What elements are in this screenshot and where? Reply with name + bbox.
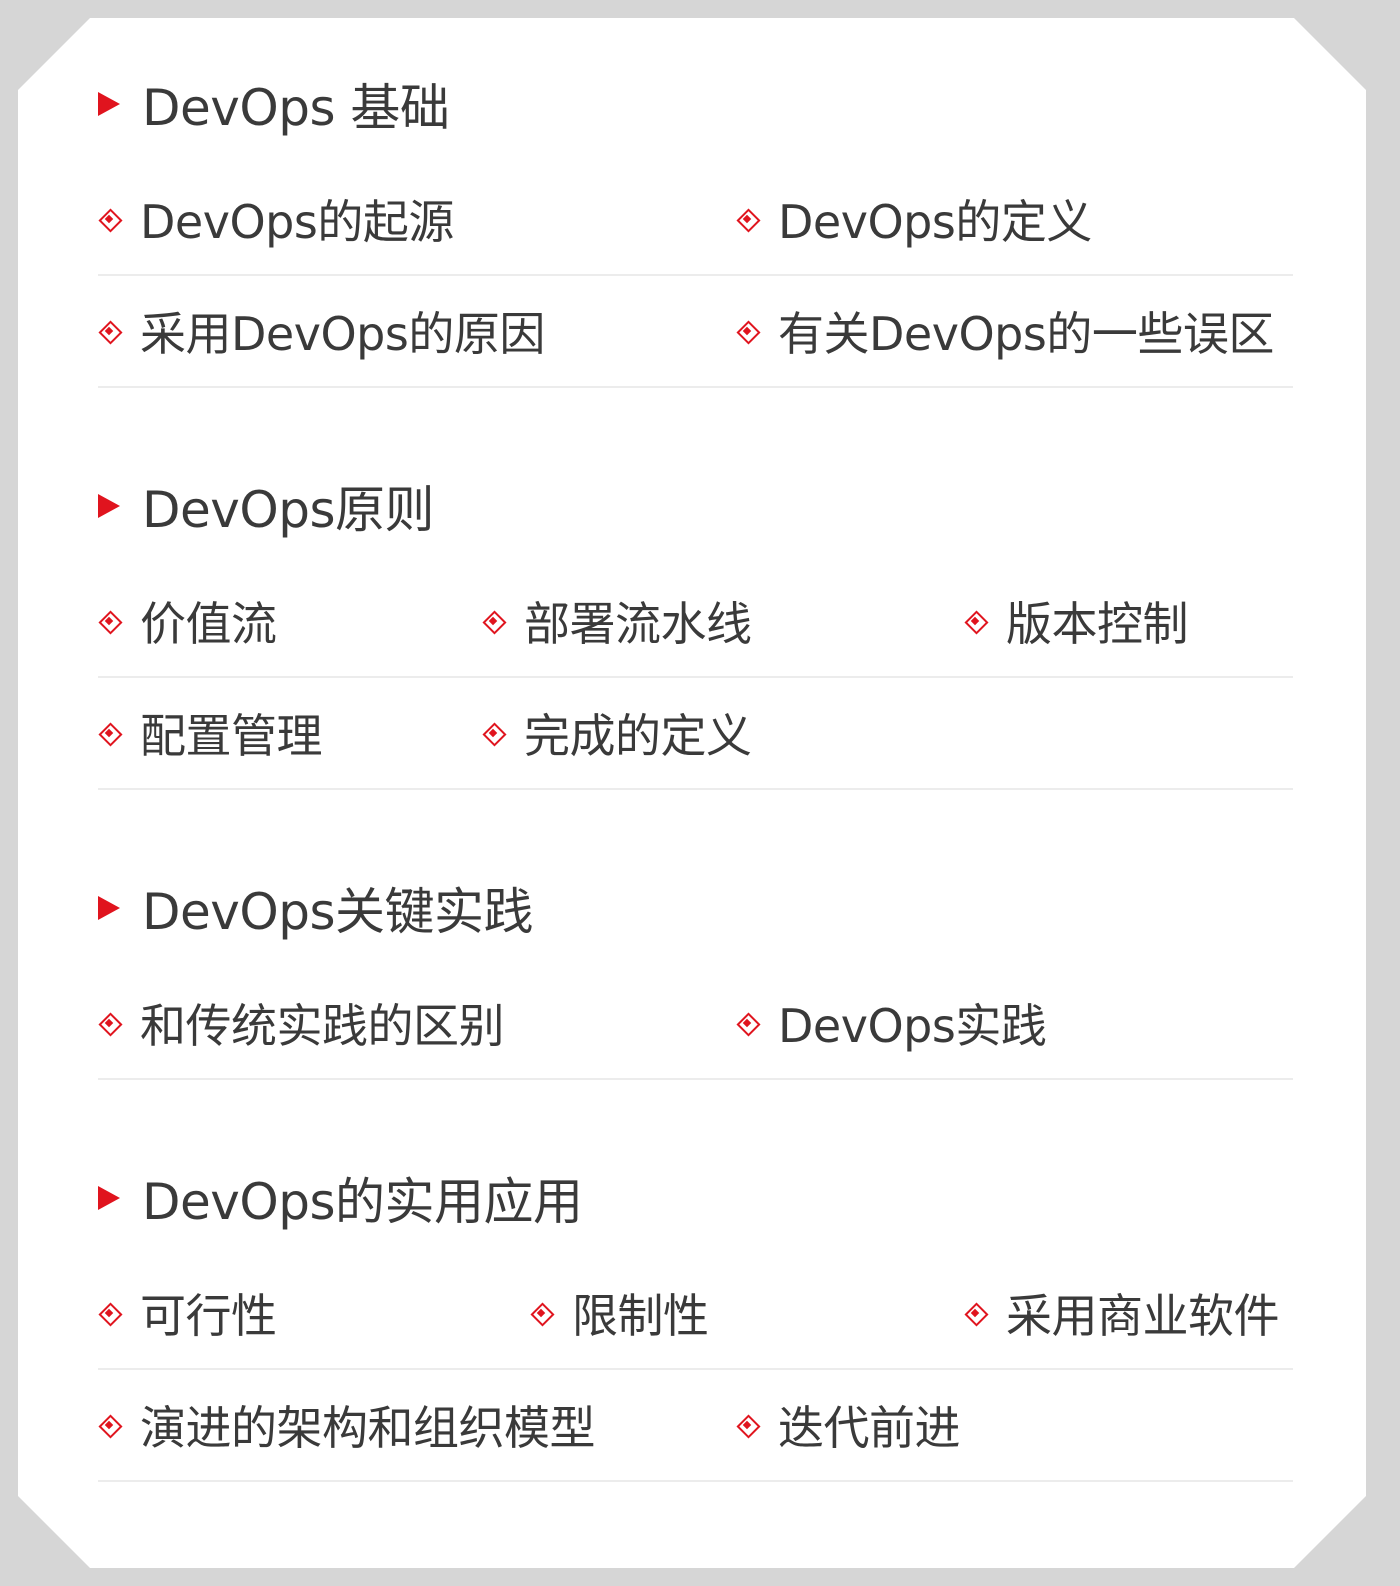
item-row: 和传统实践的区别 DevOps实践 (98, 968, 1293, 1080)
diamond-bullet-icon (98, 1012, 120, 1034)
diamond-bullet-icon (530, 1302, 552, 1324)
list-item-label: 配置管理 (140, 709, 323, 763)
list-item-label: DevOps的定义 (778, 195, 1092, 249)
list-item: 有关DevOps的一些误区 (736, 276, 1274, 386)
list-item-label: 可行性 (140, 1289, 277, 1343)
triangle-bullet-icon (98, 896, 120, 920)
list-item: DevOps的定义 (736, 164, 1092, 274)
section-heading: DevOps 基础 (98, 74, 450, 137)
list-item-label: 演进的架构和组织模型 (140, 1401, 596, 1455)
list-item: 采用DevOps的原因 (98, 276, 545, 386)
list-item: 部署流水线 (482, 566, 752, 676)
section-heading: DevOps的实用应用 (98, 1168, 583, 1231)
section-title: DevOps的实用应用 (142, 1173, 583, 1231)
diamond-bullet-icon (482, 722, 504, 744)
corner-cut (18, 18, 90, 90)
content-card: DevOps 基础 DevOps的起源 DevOps的定义 采用DevOps的原… (18, 18, 1366, 1568)
list-item: 迭代前进 (736, 1370, 961, 1480)
diamond-bullet-icon (736, 320, 758, 342)
section-title: DevOps关键实践 (142, 883, 534, 941)
diamond-bullet-icon (964, 1302, 986, 1324)
diamond-bullet-icon (98, 722, 120, 744)
section-title: DevOps原则 (142, 481, 435, 539)
item-row: 演进的架构和组织模型 迭代前进 (98, 1370, 1293, 1482)
list-item-label: 价值流 (140, 597, 277, 651)
triangle-bullet-icon (98, 92, 120, 116)
list-item-label: 限制性 (572, 1289, 709, 1343)
triangle-bullet-icon (98, 494, 120, 518)
list-item: 价值流 (98, 566, 277, 676)
list-item-label: 版本控制 (1006, 597, 1189, 651)
list-item: 限制性 (530, 1258, 709, 1368)
list-item-label: 和传统实践的区别 (140, 999, 505, 1053)
section-heading: DevOps原则 (98, 476, 435, 539)
diamond-bullet-icon (98, 1414, 120, 1436)
list-item: DevOps的起源 (98, 164, 454, 274)
diamond-bullet-icon (98, 610, 120, 632)
diamond-bullet-icon (736, 208, 758, 230)
list-item-label: 有关DevOps的一些误区 (778, 307, 1274, 361)
corner-cut (18, 1496, 90, 1568)
diamond-bullet-icon (736, 1414, 758, 1436)
item-row: DevOps的起源 DevOps的定义 (98, 164, 1293, 276)
section-title: DevOps 基础 (142, 79, 450, 137)
list-item: 配置管理 (98, 678, 323, 788)
item-row: 采用DevOps的原因 有关DevOps的一些误区 (98, 276, 1293, 388)
diamond-bullet-icon (736, 1012, 758, 1034)
diamond-bullet-icon (964, 610, 986, 632)
list-item-label: DevOps的起源 (140, 195, 454, 249)
list-item-label: 完成的定义 (524, 709, 752, 763)
list-item-label: 迭代前进 (778, 1401, 961, 1455)
list-item-label: 采用商业软件 (1006, 1289, 1280, 1343)
list-item: 版本控制 (964, 566, 1189, 676)
corner-cut (1294, 18, 1366, 90)
diamond-bullet-icon (98, 208, 120, 230)
diamond-bullet-icon (98, 1302, 120, 1324)
list-item-label: 采用DevOps的原因 (140, 307, 545, 361)
item-row: 价值流 部署流水线 版本控制 (98, 566, 1293, 678)
corner-cut (1294, 1496, 1366, 1568)
list-item: 完成的定义 (482, 678, 752, 788)
triangle-bullet-icon (98, 1186, 120, 1210)
list-item: 可行性 (98, 1258, 277, 1368)
list-item: 采用商业软件 (964, 1258, 1280, 1368)
list-item-label: 部署流水线 (524, 597, 752, 651)
item-row: 配置管理 完成的定义 (98, 678, 1293, 790)
list-item-label: DevOps实践 (778, 999, 1047, 1053)
item-row: 可行性 限制性 采用商业软件 (98, 1258, 1293, 1370)
diamond-bullet-icon (98, 320, 120, 342)
diamond-bullet-icon (482, 610, 504, 632)
list-item: 演进的架构和组织模型 (98, 1370, 596, 1480)
list-item: 和传统实践的区别 (98, 968, 505, 1078)
list-item: DevOps实践 (736, 968, 1047, 1078)
section-heading: DevOps关键实践 (98, 878, 534, 941)
